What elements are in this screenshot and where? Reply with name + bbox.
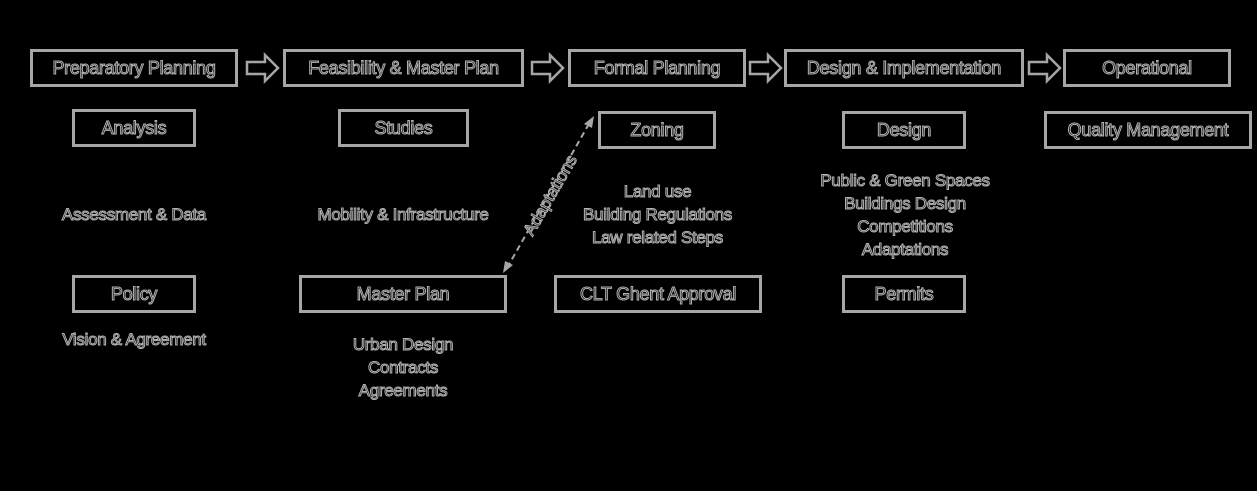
arrowhead-up-icon <box>584 116 594 128</box>
phase-formal-planning: Formal Planning <box>568 49 746 87</box>
phase-feasibility-master-plan: Feasibility & Master Plan <box>283 49 524 87</box>
quality-management-box: Quality Management <box>1044 111 1252 149</box>
assessment-text: Assessment & Data <box>61 205 207 225</box>
clt-ghent-approval-box: CLT Ghent Approval <box>554 275 762 313</box>
design-details: Public & Green Spaces Buildings Design C… <box>820 171 991 260</box>
arrowhead-down-icon <box>503 261 513 273</box>
adaptations-dashed-line <box>506 121 591 269</box>
zoning-box: Zoning <box>598 111 716 149</box>
design-box: Design <box>842 111 966 149</box>
zoning-details: Land use Building Regulations Law relate… <box>583 182 733 248</box>
phase-operational: Operational <box>1063 49 1231 87</box>
arrow-2-icon <box>530 51 565 85</box>
phase-preparatory-planning: Preparatory Planning <box>30 49 238 87</box>
arrow-3-icon <box>748 51 783 85</box>
analysis-box: Analysis <box>72 109 196 147</box>
arrow-4-icon <box>1027 51 1062 85</box>
vision-text: Vision & Agreement <box>62 330 207 350</box>
master-plan-box: Master Plan <box>299 275 507 313</box>
permits-box: Permits <box>842 275 966 313</box>
mobility-text: Mobility & Infrastructure <box>317 205 489 225</box>
policy-box: Policy <box>72 275 196 313</box>
studies-box: Studies <box>338 109 469 147</box>
arrow-1-icon <box>245 51 280 85</box>
master-plan-details: Urban Design Contracts Agreements <box>352 335 454 401</box>
phase-design-implementation: Design & Implementation <box>784 49 1024 87</box>
